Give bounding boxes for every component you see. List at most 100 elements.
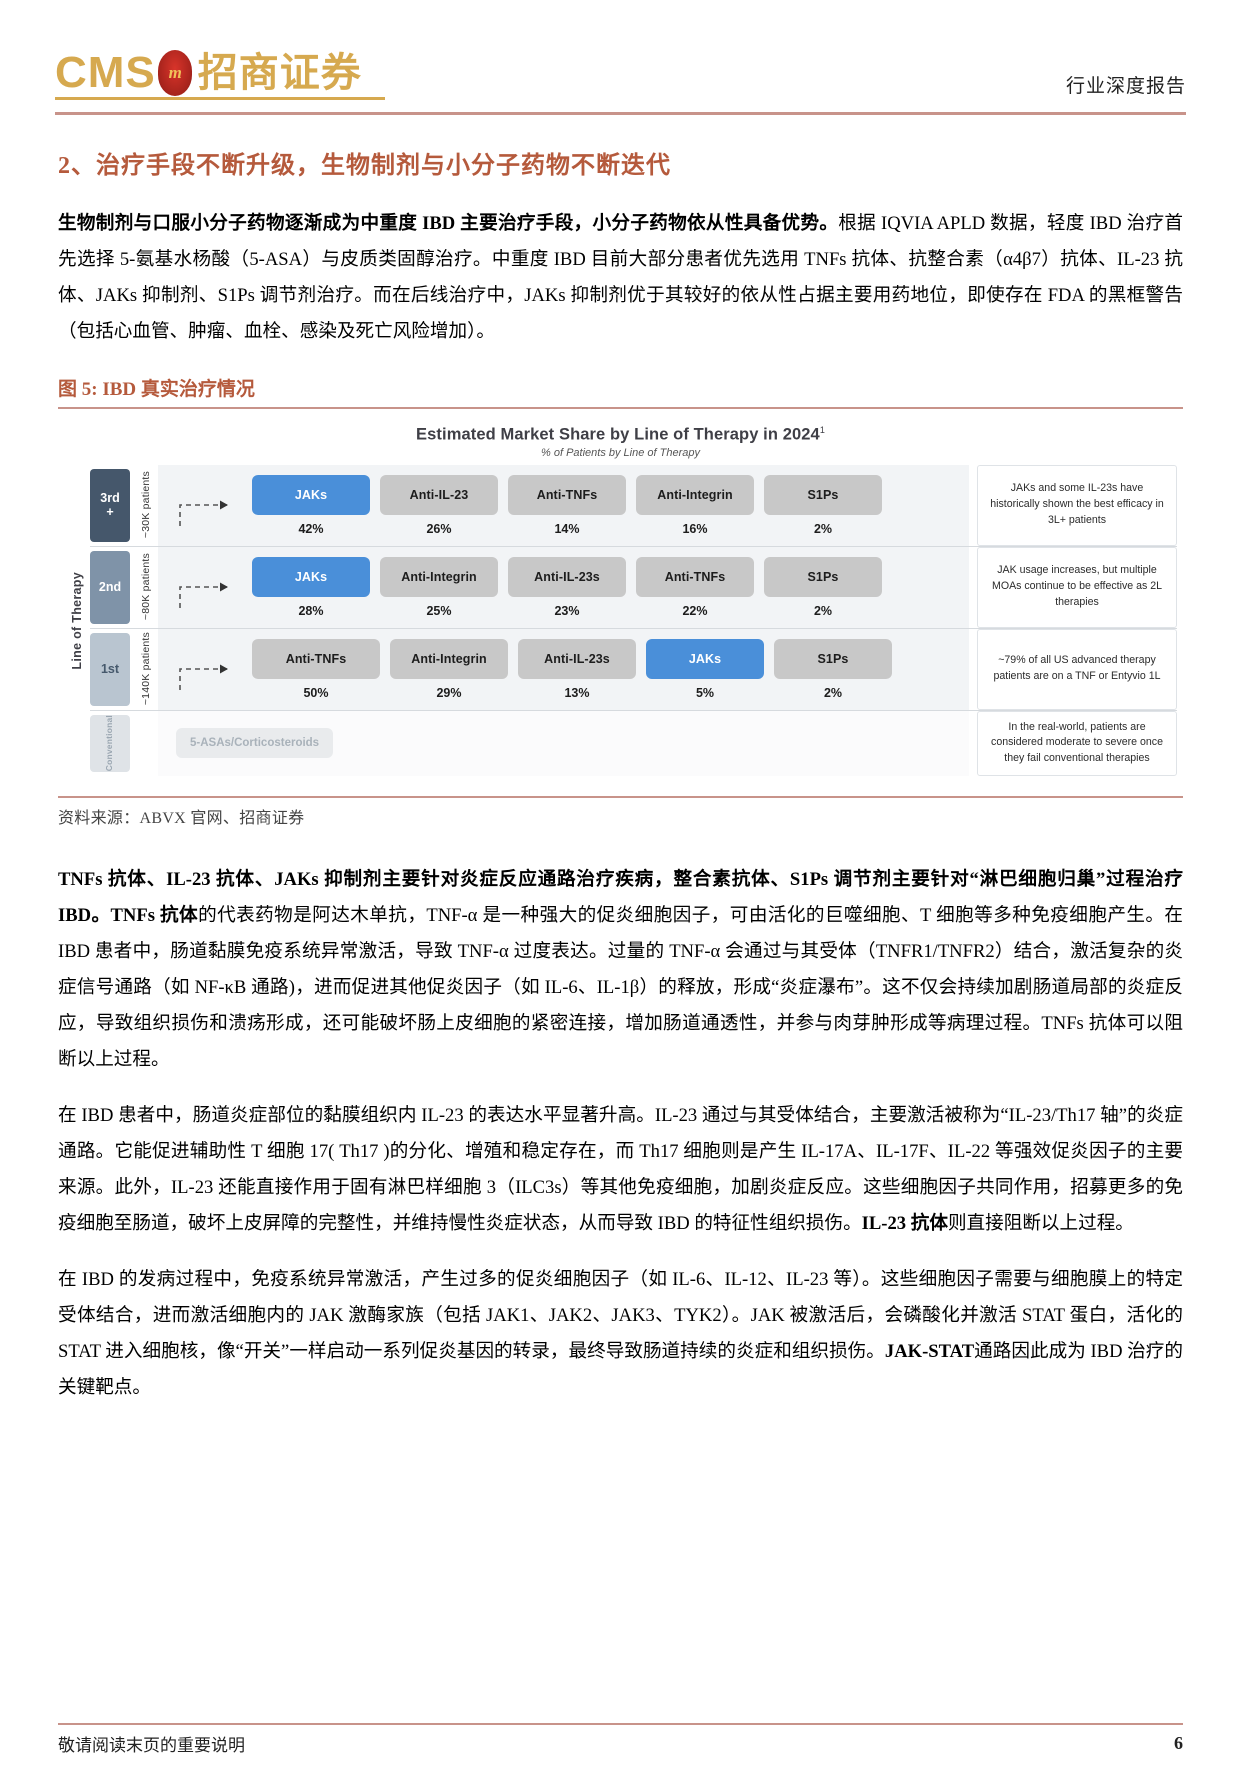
bar-value: 28% bbox=[298, 603, 324, 618]
paragraph-2-lead: TNFs 抗体、IL-23 抗体、JAKs 抑制剂主要针对炎症反应通路治疗疾病，… bbox=[58, 869, 1183, 927]
bar-label-box[interactable]: S1Ps bbox=[764, 556, 882, 597]
bar-label-box[interactable]: S1Ps bbox=[774, 638, 892, 679]
bar-value: 22% bbox=[682, 603, 708, 618]
bar-value: 14% bbox=[554, 521, 580, 536]
connector-1st bbox=[162, 640, 252, 698]
line-tag-3rd: 3rd + bbox=[90, 468, 130, 542]
figure-caption: 图 5: IBD 真实治疗情况 bbox=[58, 379, 255, 400]
patient-count-2nd: ~80K patients bbox=[134, 547, 158, 628]
paragraph-2-body: 的代表药物是阿达木单抗，TNF-α 是一种强大的促炎细胞因子，可由活化的巨噬细胞… bbox=[58, 905, 1183, 1071]
patient-count-2nd-text: ~80K patients bbox=[140, 553, 152, 621]
paragraph-4: 在 IBD 的发病过程中，免疫系统异常激活，产生过多的促炎细胞因子（如 IL-6… bbox=[58, 1262, 1183, 1406]
line-tag-3rd-num: 3rd bbox=[100, 490, 120, 505]
chart-row-2nd: 2nd ~80K patients bbox=[90, 545, 1177, 628]
paragraph-1-lead: 生物制剂与口服小分子药物逐渐成为中重度 IBD 主要治疗手段，小分子药物依从性具… bbox=[58, 213, 839, 234]
bar-cell[interactable]: Anti-TNFs 50% bbox=[252, 638, 380, 700]
bar-cell[interactable]: S1Ps 2% bbox=[764, 556, 882, 618]
paragraph-3-bold: IL-23 抗体 bbox=[861, 1213, 948, 1235]
bar-cell[interactable]: Anti-Integrin 29% bbox=[390, 638, 508, 700]
bar-value: 29% bbox=[436, 685, 462, 700]
row-note-3rd: JAKs and some IL-23s have historically s… bbox=[977, 464, 1177, 546]
patient-count-3rd-text: ~30K patients bbox=[140, 471, 152, 539]
connector-arrow-icon bbox=[179, 664, 228, 690]
line-tag-3rd-label: 3rd bbox=[100, 491, 119, 505]
footer-divider bbox=[58, 1723, 1183, 1725]
chart-subtitle: % of Patients by Line of Therapy bbox=[541, 446, 700, 459]
chart-title-footnote: 1 bbox=[819, 425, 825, 435]
figure-container: Estimated Market Share by Line of Therap… bbox=[58, 409, 1183, 789]
bar-cell[interactable]: Anti-Integrin 16% bbox=[636, 474, 754, 536]
bar-label-box[interactable]: Anti-IL-23s bbox=[508, 556, 626, 597]
bar-cell[interactable]: Anti-IL-23s 13% bbox=[518, 638, 636, 700]
paragraph-4-body-1: 在 IBD 的发病过程中，免疫系统异常激活，产生过多的促炎细胞因子（如 IL-6… bbox=[58, 1269, 1183, 1363]
bar-label-box[interactable]: S1Ps bbox=[764, 474, 882, 515]
bar-cell[interactable]: Anti-TNFs 22% bbox=[636, 556, 754, 618]
chart-y-axis-text: Line of Therapy bbox=[70, 571, 84, 670]
bar-value: 16% bbox=[682, 521, 708, 536]
company-logo: CMS m 招商证券 bbox=[55, 44, 385, 102]
row-note-2nd: JAK usage increases, but multiple MOAs c… bbox=[977, 546, 1177, 628]
bar-label-box[interactable]: Anti-TNFs bbox=[636, 556, 754, 597]
paragraph-4-body-2: 通路因此成为 IBD 治疗的关键靶点。 bbox=[58, 1341, 1183, 1399]
bar-cell[interactable]: JAKs 28% bbox=[252, 556, 370, 618]
bar-label-box[interactable]: Anti-Integrin bbox=[380, 556, 498, 597]
bar-value: 2% bbox=[813, 603, 833, 618]
chart-rows: 3rd + ~30K patients bbox=[90, 464, 1177, 777]
document-page: CMS m 招商证券 行业深度报告 2、治疗手段不断升级，生物制剂与小分子药物不… bbox=[0, 30, 1241, 1784]
bar-cell[interactable]: Anti-IL-23 26% bbox=[380, 474, 498, 536]
figure-source: 资料来源：ABVX 官网、招商证券 bbox=[58, 810, 305, 828]
bar-cell[interactable]: S1Ps 2% bbox=[764, 474, 882, 536]
connector-arrow-icon bbox=[179, 582, 228, 608]
bar-label-box[interactable]: Anti-TNFs bbox=[252, 638, 380, 679]
bar-label-box[interactable]: Anti-Integrin bbox=[390, 638, 508, 679]
bar-cell[interactable]: Anti-IL-23s 23% bbox=[508, 556, 626, 618]
bars-2nd: JAKs 28% Anti-Integrin 25% Anti-IL-23s 2… bbox=[252, 556, 965, 618]
bar-label-box[interactable]: JAKs bbox=[646, 638, 764, 679]
chart-row-1st: 1st ~140K patients bbox=[90, 627, 1177, 710]
paragraph-2: TNFs 抗体、IL-23 抗体、JAKs 抑制剂主要针对炎症反应通路治疗疾病，… bbox=[58, 862, 1183, 1078]
bar-cell[interactable]: Anti-TNFs 14% bbox=[508, 474, 626, 536]
bar-cell[interactable]: Anti-Integrin 25% bbox=[380, 556, 498, 618]
bar-value: 5% bbox=[695, 685, 715, 700]
bar-label-box[interactable]: Anti-IL-23s bbox=[518, 638, 636, 679]
line-tag-conventional-label: Conventional bbox=[104, 715, 115, 772]
patient-count-conventional bbox=[134, 711, 158, 777]
bar-value: 2% bbox=[813, 521, 833, 536]
logo-badge-glyph: m bbox=[168, 63, 182, 82]
row-note-1st: ~79% of all US advanced therapy patients… bbox=[977, 628, 1177, 710]
conventional-therapy-pill[interactable]: 5-ASAs/Corticosteroids bbox=[176, 728, 334, 759]
page-number: 6 bbox=[1174, 1733, 1183, 1753]
chart-title: Estimated Market Share by Line of Therap… bbox=[64, 425, 1177, 445]
row-panel-3rd: JAKs 42% Anti-IL-23 26% Anti-TNFs 14% bbox=[158, 464, 969, 546]
bar-value: 42% bbox=[298, 521, 324, 536]
page-footer: 敬请阅读末页的重要说明 6 bbox=[58, 1723, 1183, 1756]
line-tag-conventional: Conventional bbox=[90, 714, 130, 773]
connector-2nd bbox=[162, 558, 252, 616]
market-share-chart: Estimated Market Share by Line of Therap… bbox=[58, 415, 1183, 785]
bars-1st: Anti-TNFs 50% Anti-Integrin 29% Anti-IL-… bbox=[252, 638, 965, 700]
line-tag-3rd-plus: + bbox=[106, 505, 114, 519]
paragraph-1: 生物制剂与口服小分子药物逐渐成为中重度 IBD 主要治疗手段，小分子药物依从性具… bbox=[58, 206, 1183, 350]
bar-label-box[interactable]: Anti-TNFs bbox=[508, 474, 626, 515]
bar-label-box[interactable]: JAKs bbox=[252, 474, 370, 515]
paragraph-3: 在 IBD 患者中，肠道炎症部位的黏膜组织内 IL-23 的表达水平显著升高。I… bbox=[58, 1098, 1183, 1242]
bar-cell[interactable]: JAKs 5% bbox=[646, 638, 764, 700]
line-tag-1st: 1st bbox=[90, 632, 130, 706]
bar-cell[interactable]: JAKs 42% bbox=[252, 474, 370, 536]
patient-count-1st-text: ~140K patients bbox=[140, 632, 152, 706]
chart-title-text: Estimated Market Share by Line of Therap… bbox=[416, 425, 820, 444]
figure-top-rule bbox=[58, 407, 1183, 409]
chart-body: Line of Therapy 3rd + ~30K patients bbox=[64, 464, 1177, 777]
paragraph-4-bold: JAK-STAT bbox=[884, 1341, 975, 1363]
row-panel-conventional: 5-ASAs/Corticosteroids bbox=[158, 710, 969, 777]
bar-label-box[interactable]: JAKs bbox=[252, 556, 370, 597]
bars-3rd: JAKs 42% Anti-IL-23 26% Anti-TNFs 14% bbox=[252, 474, 965, 536]
page-header: CMS m 招商证券 行业深度报告 bbox=[55, 30, 1186, 102]
bar-cell[interactable]: S1Ps 2% bbox=[774, 638, 892, 700]
chart-row-3rd: 3rd + ~30K patients bbox=[90, 464, 1177, 546]
bar-label-box[interactable]: Anti-Integrin bbox=[636, 474, 754, 515]
row-panel-2nd: JAKs 28% Anti-Integrin 25% Anti-IL-23s 2… bbox=[158, 546, 969, 628]
bar-label-box[interactable]: Anti-IL-23 bbox=[380, 474, 498, 515]
line-tag-2nd: 2nd bbox=[90, 550, 130, 624]
chart-row-conventional: Conventional 5-ASAs/Corticosteroids In t… bbox=[90, 709, 1177, 777]
